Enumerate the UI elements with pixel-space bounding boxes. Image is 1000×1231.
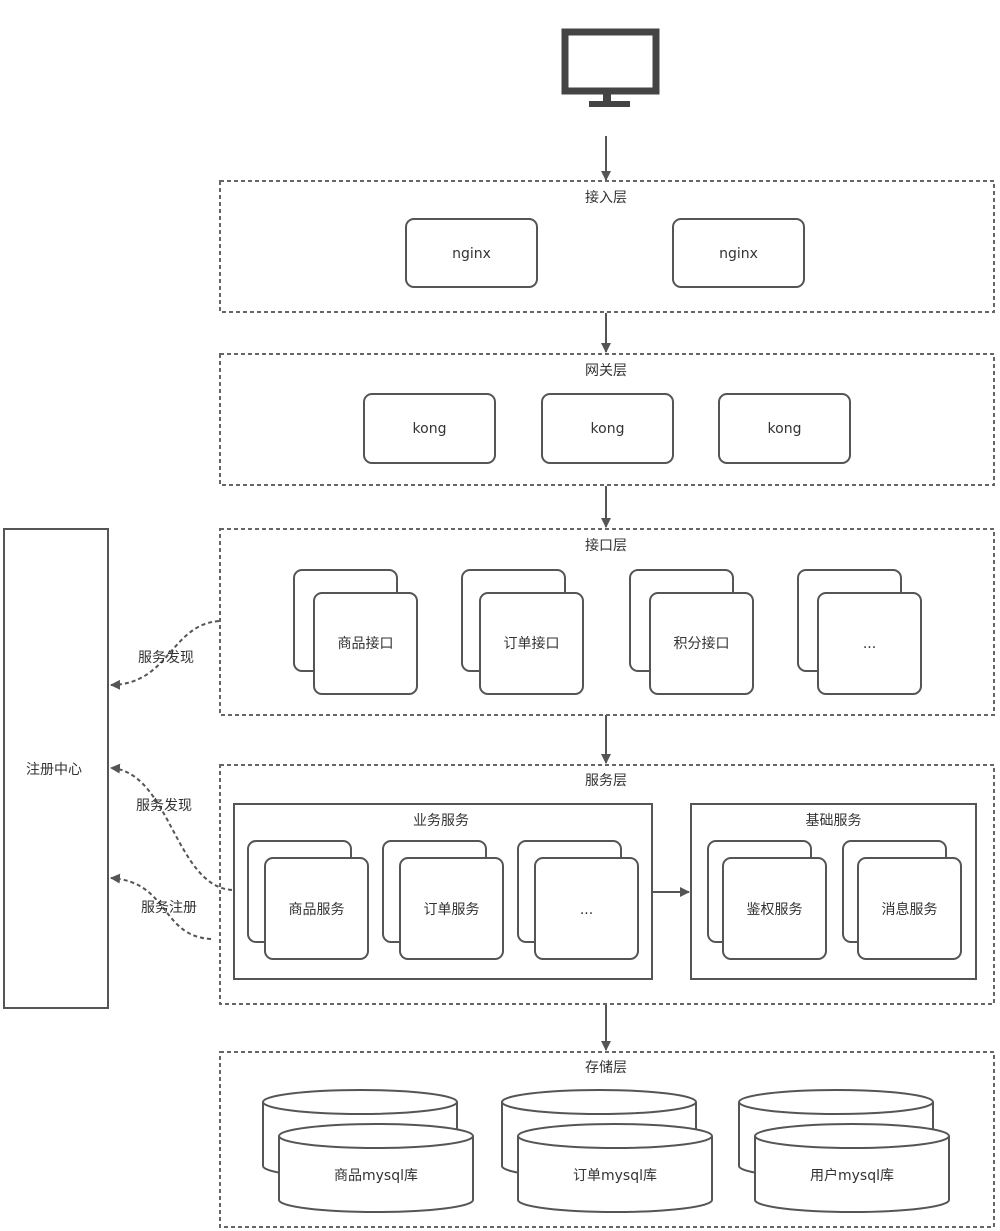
interface-node: ... [797,569,922,695]
service-node-label: 鉴权服务 [747,902,803,918]
interface-layer: 接口层 商品接口 订单接口 积分接口 ... [219,528,995,716]
database-node-label: 用户mysql库 [810,1167,894,1184]
database-node-label: 订单mysql库 [573,1168,657,1184]
storage-layer: 存储层 商品mysql库 订单mysql库 用户mysql库 [219,1051,995,1228]
interface-node-label: 积分接口 [674,635,730,652]
kong-node-label: kong [768,421,802,437]
register-link [110,873,212,940]
interface-layer-title: 接口层 [585,537,627,554]
interface-node: 积分接口 [629,569,754,695]
interface-node: 订单接口 [461,569,584,695]
service-node-label: 商品服务 [289,902,345,918]
interface-node-label: 订单接口 [504,635,560,652]
service-node: 商品服务 [247,840,369,960]
gateway-layer: 网关层 kong kong kong [219,353,995,486]
interface-node-label: ... [863,636,876,652]
base-services-group: 基础服务 鉴权服务 消息服务 [690,803,977,980]
access-layer-title: 接入层 [585,189,627,206]
discovery-link [110,763,233,891]
nginx-node: nginx [672,218,805,288]
gateway-layer-title: 网关层 [585,363,627,379]
discovery-link-label: 服务发现 [136,798,192,814]
kong-node: kong [363,393,496,464]
base-services-title: 基础服务 [806,812,862,829]
service-node: 鉴权服务 [707,840,827,960]
service-node-label: 订单服务 [424,902,480,918]
database-node: 商品mysql库 [262,1089,474,1213]
kong-node-label: kong [591,421,625,437]
kong-node: kong [541,393,674,464]
discovery-link-label: 服务发现 [138,650,194,666]
business-services-title: 业务服务 [413,813,469,829]
registry-center: 注册中心 [3,528,109,1009]
interface-node-label: 商品接口 [338,635,394,652]
nginx-node-label: nginx [719,246,758,262]
service-layer-title: 服务层 [585,773,627,789]
nginx-node: nginx [405,218,538,288]
database-node: 订单mysql库 [501,1089,713,1213]
kong-node-label: kong [413,421,447,437]
database-node-label: 商品mysql库 [334,1168,418,1184]
discovery-link [110,620,220,690]
service-node-label: 消息服务 [882,901,938,918]
access-layer: 接入层 nginx nginx [219,180,995,313]
service-node: ... [517,840,639,960]
storage-layer-title: 存储层 [585,1060,627,1076]
monitor-icon [561,28,660,107]
service-node-label: ... [580,902,593,918]
register-link-label: 服务注册 [141,900,197,916]
service-node: 消息服务 [842,840,962,960]
business-services-group: 业务服务 商品服务 订单服务 ... [233,803,653,980]
service-layer: 服务层 业务服务 商品服务 订单服务 ... [219,764,995,1005]
registry-center-label: 注册中心 [26,762,82,778]
nginx-node-label: nginx [452,246,491,262]
service-node: 订单服务 [382,840,504,960]
database-node: 用户mysql库 [738,1089,950,1213]
kong-node: kong [718,393,851,464]
interface-node: 商品接口 [293,569,418,695]
